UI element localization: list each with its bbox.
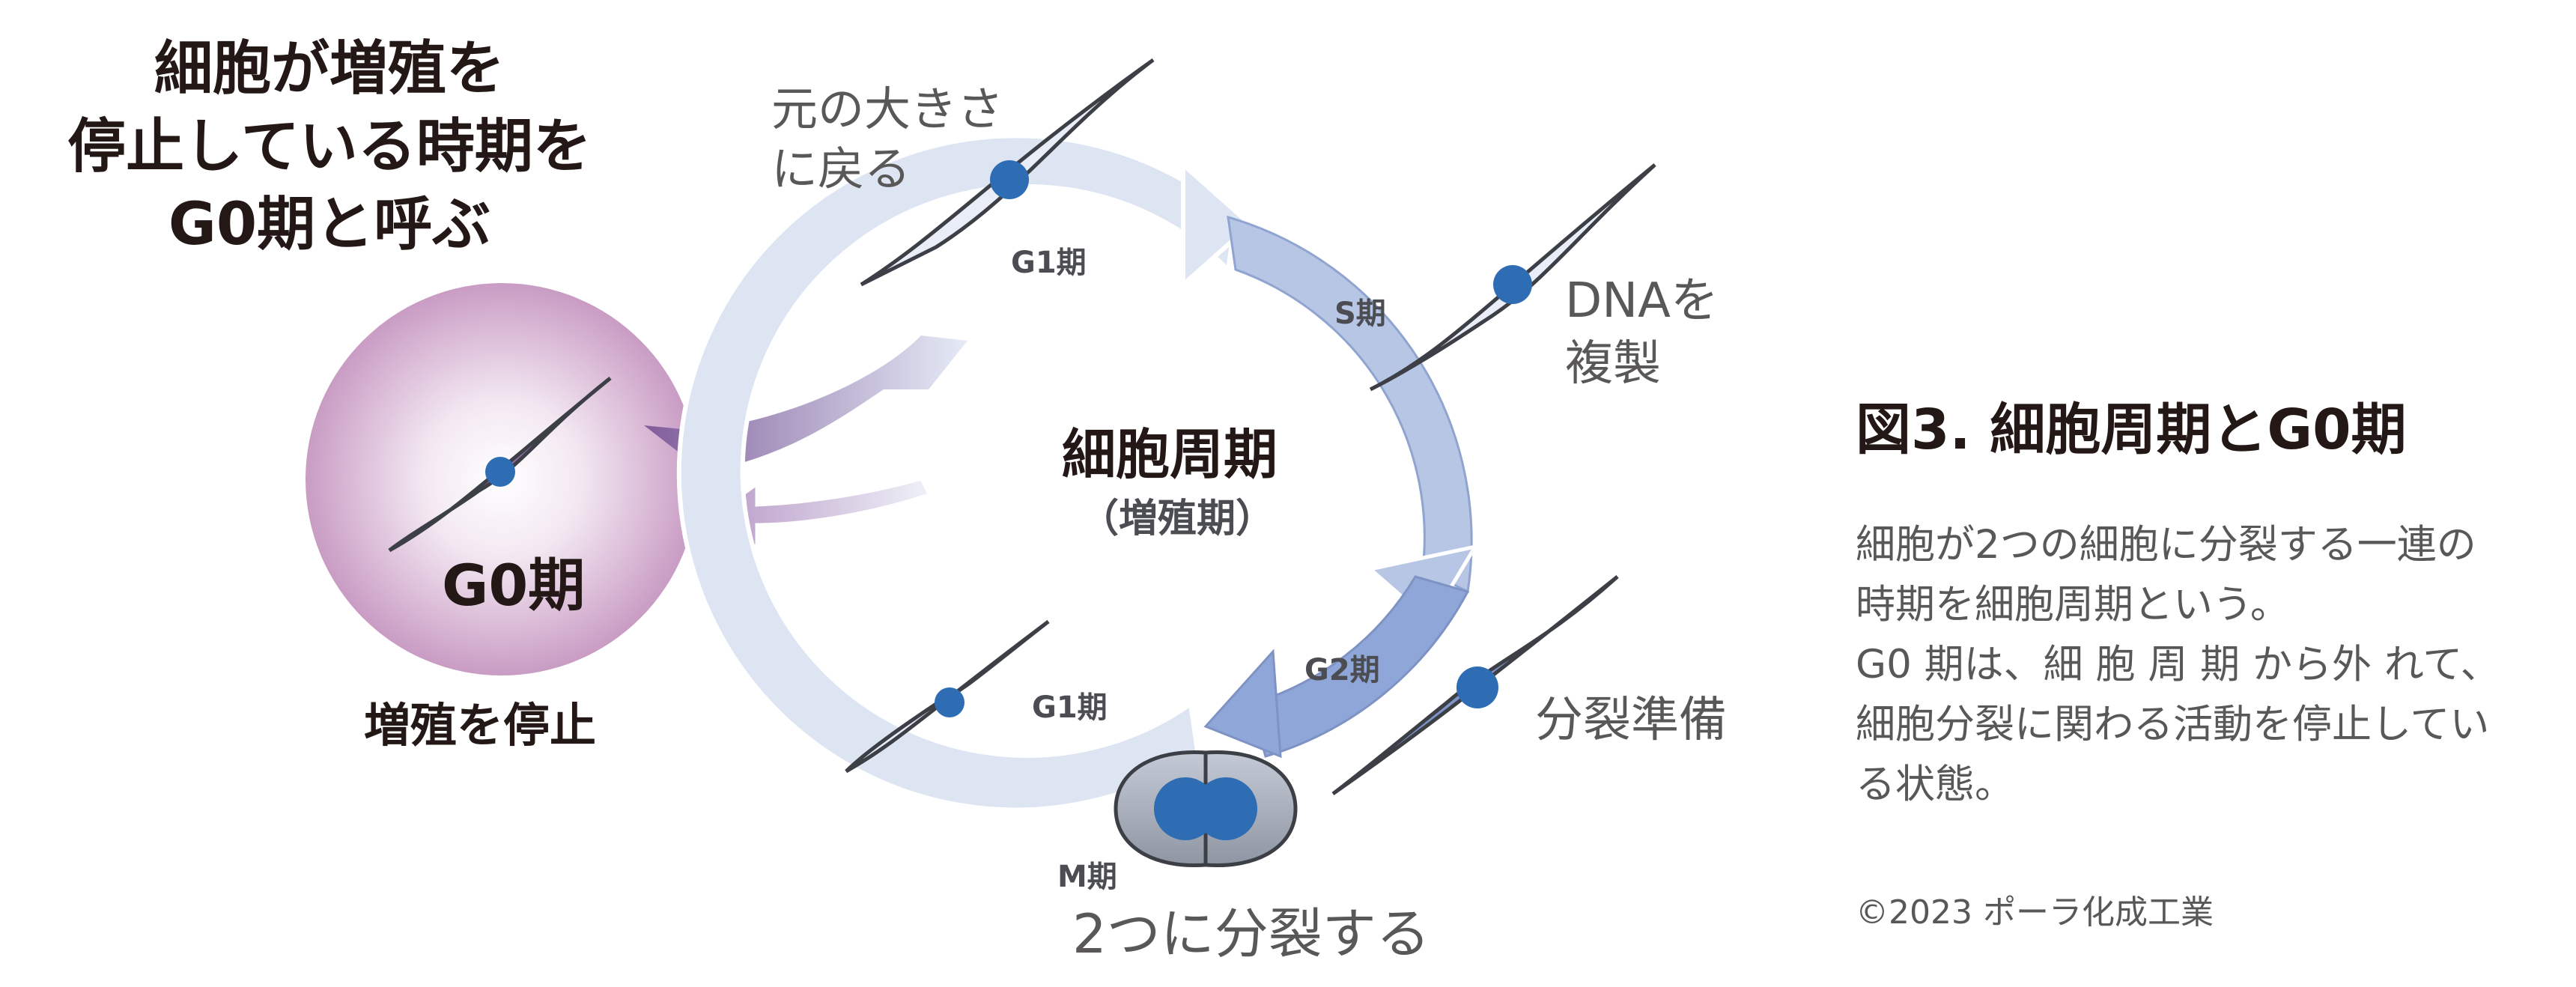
annotation-dna: DNAを 複製: [1565, 270, 1719, 395]
main-heading-line3: G0期と呼ぶ: [168, 191, 491, 258]
main-heading-line1: 細胞が増殖を: [154, 35, 505, 103]
annotation-dna-line1: DNAを: [1565, 273, 1719, 329]
phase-s: S期: [1334, 297, 1386, 331]
main-heading-line2: 停止している時期を: [67, 113, 592, 180]
figure-description: 細胞が2つの細胞に分裂する一連の 時期を細胞周期という。 G0 期は、細 胞 周…: [1856, 515, 2560, 815]
annotation-divide: 2つに分裂する: [1072, 902, 1430, 965]
ring-g2-arrowhead: [1203, 649, 1282, 759]
annotation-dna-line2: 複製: [1565, 336, 1661, 392]
cell-g1-top: [860, 58, 1155, 287]
main-heading: 細胞が増殖を 停止している時期を G0期と呼ぶ: [30, 30, 629, 264]
cycle-title: 細胞周期: [1062, 423, 1278, 486]
cell-g1-bottom: [845, 620, 1050, 774]
figure-description-line: る状態。: [1856, 762, 2014, 807]
cell-m-dividing: [1114, 750, 1298, 868]
annotation-return-size-line2: に戻る: [771, 142, 911, 196]
figure-description-line: 細胞が2つの細胞に分裂する一連の: [1856, 522, 2476, 568]
cell-g2: [1331, 575, 1619, 796]
phase-g1-bottom: G1期: [1032, 690, 1108, 725]
annotation-return-size: 元の大きさ に戻る: [771, 79, 1003, 199]
figure-description-line: G0 期は、細 胞 周 期 から外 れて、: [1856, 642, 2500, 687]
figure-description-line: 細胞分裂に関わる活動を停止してい: [1856, 702, 2490, 747]
copyright-credit: ©2023 ポーラ化成工業: [1856, 893, 2214, 932]
cell-s: [1369, 163, 1656, 392]
cycle-subtitle: （増殖期）: [1080, 496, 1275, 541]
annotation-prep: 分裂準備: [1535, 693, 1727, 748]
figure-title: 図3. 細胞周期とG0期: [1856, 398, 2407, 462]
phase-g1-top: G1期: [1011, 246, 1087, 280]
figure-description-line: 時期を細胞周期という。: [1856, 582, 2290, 628]
phase-m: M期: [1057, 860, 1117, 894]
g0-caption: 増殖を停止: [364, 698, 597, 753]
g0-label: G0期: [442, 552, 586, 619]
annotation-return-size-line1: 元の大きさ: [771, 82, 1004, 136]
ring-g2: [1249, 575, 1470, 758]
phase-g2: G2期: [1304, 653, 1380, 687]
cell-g0: [388, 377, 612, 553]
ring-g1-arrowhead: [1181, 160, 1254, 290]
